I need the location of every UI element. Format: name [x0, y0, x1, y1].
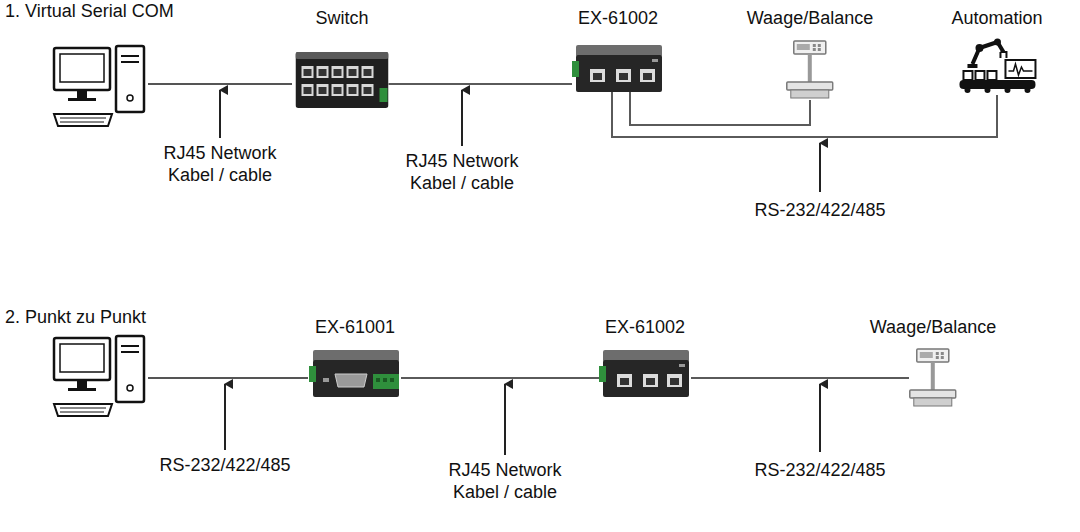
cable-callout: RS-232/422/485 [735, 199, 905, 221]
device-node: EX-61002 [572, 8, 664, 92]
callout-pointer [819, 143, 821, 192]
device-label: EX-61001 [315, 317, 395, 337]
cable-callout: RJ45 Network Kabel / cable [397, 150, 527, 194]
device-icon [296, 52, 389, 108]
device-icon [957, 38, 1037, 95]
cable-connector [691, 377, 909, 379]
device-node: Switch [296, 8, 389, 108]
computer-icon [54, 46, 144, 126]
device-label: Switch [315, 8, 368, 28]
device-icon [572, 45, 664, 92]
device-icon [599, 350, 691, 397]
device-icon [786, 40, 834, 100]
callout-pointer [224, 384, 226, 450]
device-node: EX-61001 [309, 317, 401, 397]
cable-connector [401, 377, 599, 379]
device-label: EX-61002 [578, 8, 658, 28]
device-icon [309, 350, 401, 397]
cable-callout: RS-232/422/485 [735, 459, 905, 481]
callout-pointer [219, 90, 221, 138]
callout-pointer [819, 384, 821, 452]
device-node: Waage/Balance [747, 8, 873, 100]
cable-connector [612, 92, 997, 137]
section-heading: 2. Punkt zu Punkt [5, 306, 265, 328]
device-label: Waage/Balance [747, 8, 873, 28]
cable-connector [630, 92, 810, 125]
pc-cable [148, 377, 308, 379]
device-icon [909, 348, 957, 408]
device-label: EX-61002 [605, 317, 685, 337]
cable-callout: RJ45 Network Kabel / cable [440, 459, 570, 503]
device-label: Automation [951, 8, 1042, 28]
device-node: Waage/Balance [870, 317, 996, 408]
device-node: Automation [951, 8, 1042, 95]
pc-cable [148, 83, 292, 85]
cable-connector [389, 83, 573, 85]
cable-callout: RS-232/422/485 [140, 454, 310, 476]
device-node: EX-61002 [599, 317, 691, 397]
cable-callout: RJ45 Network Kabel / cable [155, 142, 285, 186]
callout-pointer [504, 384, 506, 455]
section-heading: 1. Virtual Serial COM [5, 0, 265, 22]
device-label: Waage/Balance [870, 317, 996, 337]
computer-icon [54, 336, 144, 416]
callout-pointer [461, 90, 463, 146]
